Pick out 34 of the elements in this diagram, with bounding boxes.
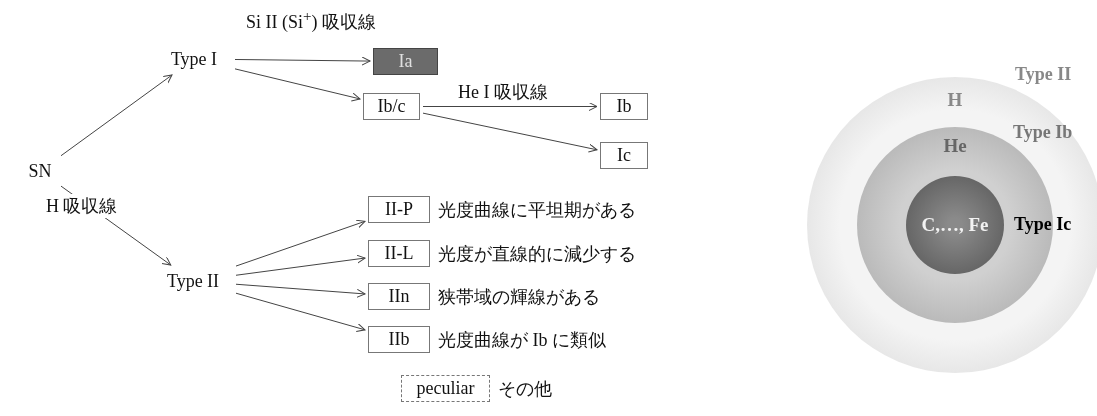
arrow <box>234 68 361 102</box>
description-text: 狭帯域の輝線がある <box>438 286 600 309</box>
layer-label: H <box>947 89 963 111</box>
type-box: IIn <box>368 283 430 310</box>
type-box: Ia <box>373 48 438 75</box>
arrow <box>234 56 371 66</box>
edge-label: H 吸収線 <box>44 194 120 218</box>
arrow <box>235 283 366 298</box>
type-box: II-L <box>368 240 430 267</box>
description-text: 光度曲線が Ib に類似 <box>438 329 606 352</box>
arrow <box>422 112 598 153</box>
arrow <box>235 254 366 276</box>
arrow <box>422 102 598 111</box>
type-box: Ib <box>600 93 648 120</box>
type-box: Ic <box>600 142 648 169</box>
category-label: Type I <box>156 46 232 72</box>
description-text: 光度が直線的に減少する <box>438 243 636 266</box>
type-box: peculiar <box>401 375 490 402</box>
description-text: 光度曲線に平坦期がある <box>438 199 636 222</box>
arrow <box>235 219 366 267</box>
edge-label: He I 吸収線 <box>456 80 550 104</box>
layer-label: He <box>943 135 967 157</box>
type-box: II-P <box>368 196 430 223</box>
type-box: Ib/c <box>363 93 420 120</box>
layer-type-label: Type Ic <box>1014 214 1072 235</box>
category-label: Type II <box>153 268 233 294</box>
category-label: SN <box>22 158 58 184</box>
description-text: その他 <box>498 378 552 401</box>
layer-label: C,…, Fe <box>921 214 989 236</box>
arrow <box>235 292 366 332</box>
arrow <box>60 74 173 157</box>
type-box: IIb <box>368 326 430 353</box>
layer-type-label: Type Ib <box>1013 122 1073 143</box>
layer-type-label: Type II <box>1015 64 1072 85</box>
